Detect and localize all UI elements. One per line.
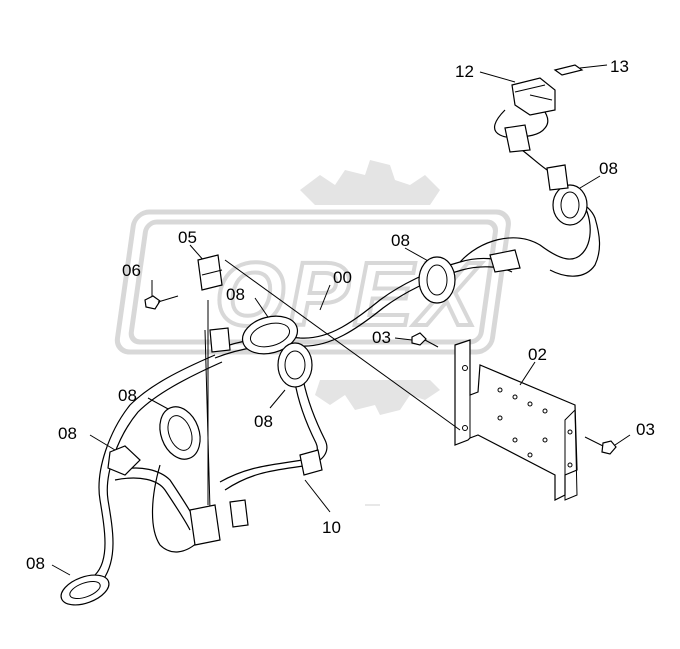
callout-12: 12 (455, 62, 474, 81)
clamp-parts (60, 184, 588, 606)
wire-harness (63, 99, 601, 601)
callout-02: 02 (528, 345, 547, 364)
callout-08: 08 (391, 231, 410, 250)
callout-08: 08 (118, 386, 137, 405)
callout-08: 08 (26, 554, 45, 573)
callout-05: 05 (178, 228, 197, 247)
callout-08: 08 (226, 285, 245, 304)
callout-08: 08 (58, 424, 77, 443)
screw-part (144, 295, 617, 455)
leader-lines (51, 64, 631, 576)
callout-08: 08 (599, 159, 618, 178)
callout-06: 06 (122, 261, 141, 280)
callout-00: 00 (333, 268, 352, 287)
callout-13: 13 (610, 57, 629, 76)
callout-10: 10 (322, 518, 341, 537)
callout-03: 03 (636, 420, 655, 439)
callout-labels: 00 02 03 03 05 06 08 08 08 08 08 08 08 1… (26, 57, 655, 573)
switch-part (511, 64, 584, 116)
callout-03: 03 (372, 328, 391, 347)
connector-parts (189, 124, 569, 546)
callout-08: 08 (254, 412, 273, 431)
bracket-part (454, 339, 578, 501)
